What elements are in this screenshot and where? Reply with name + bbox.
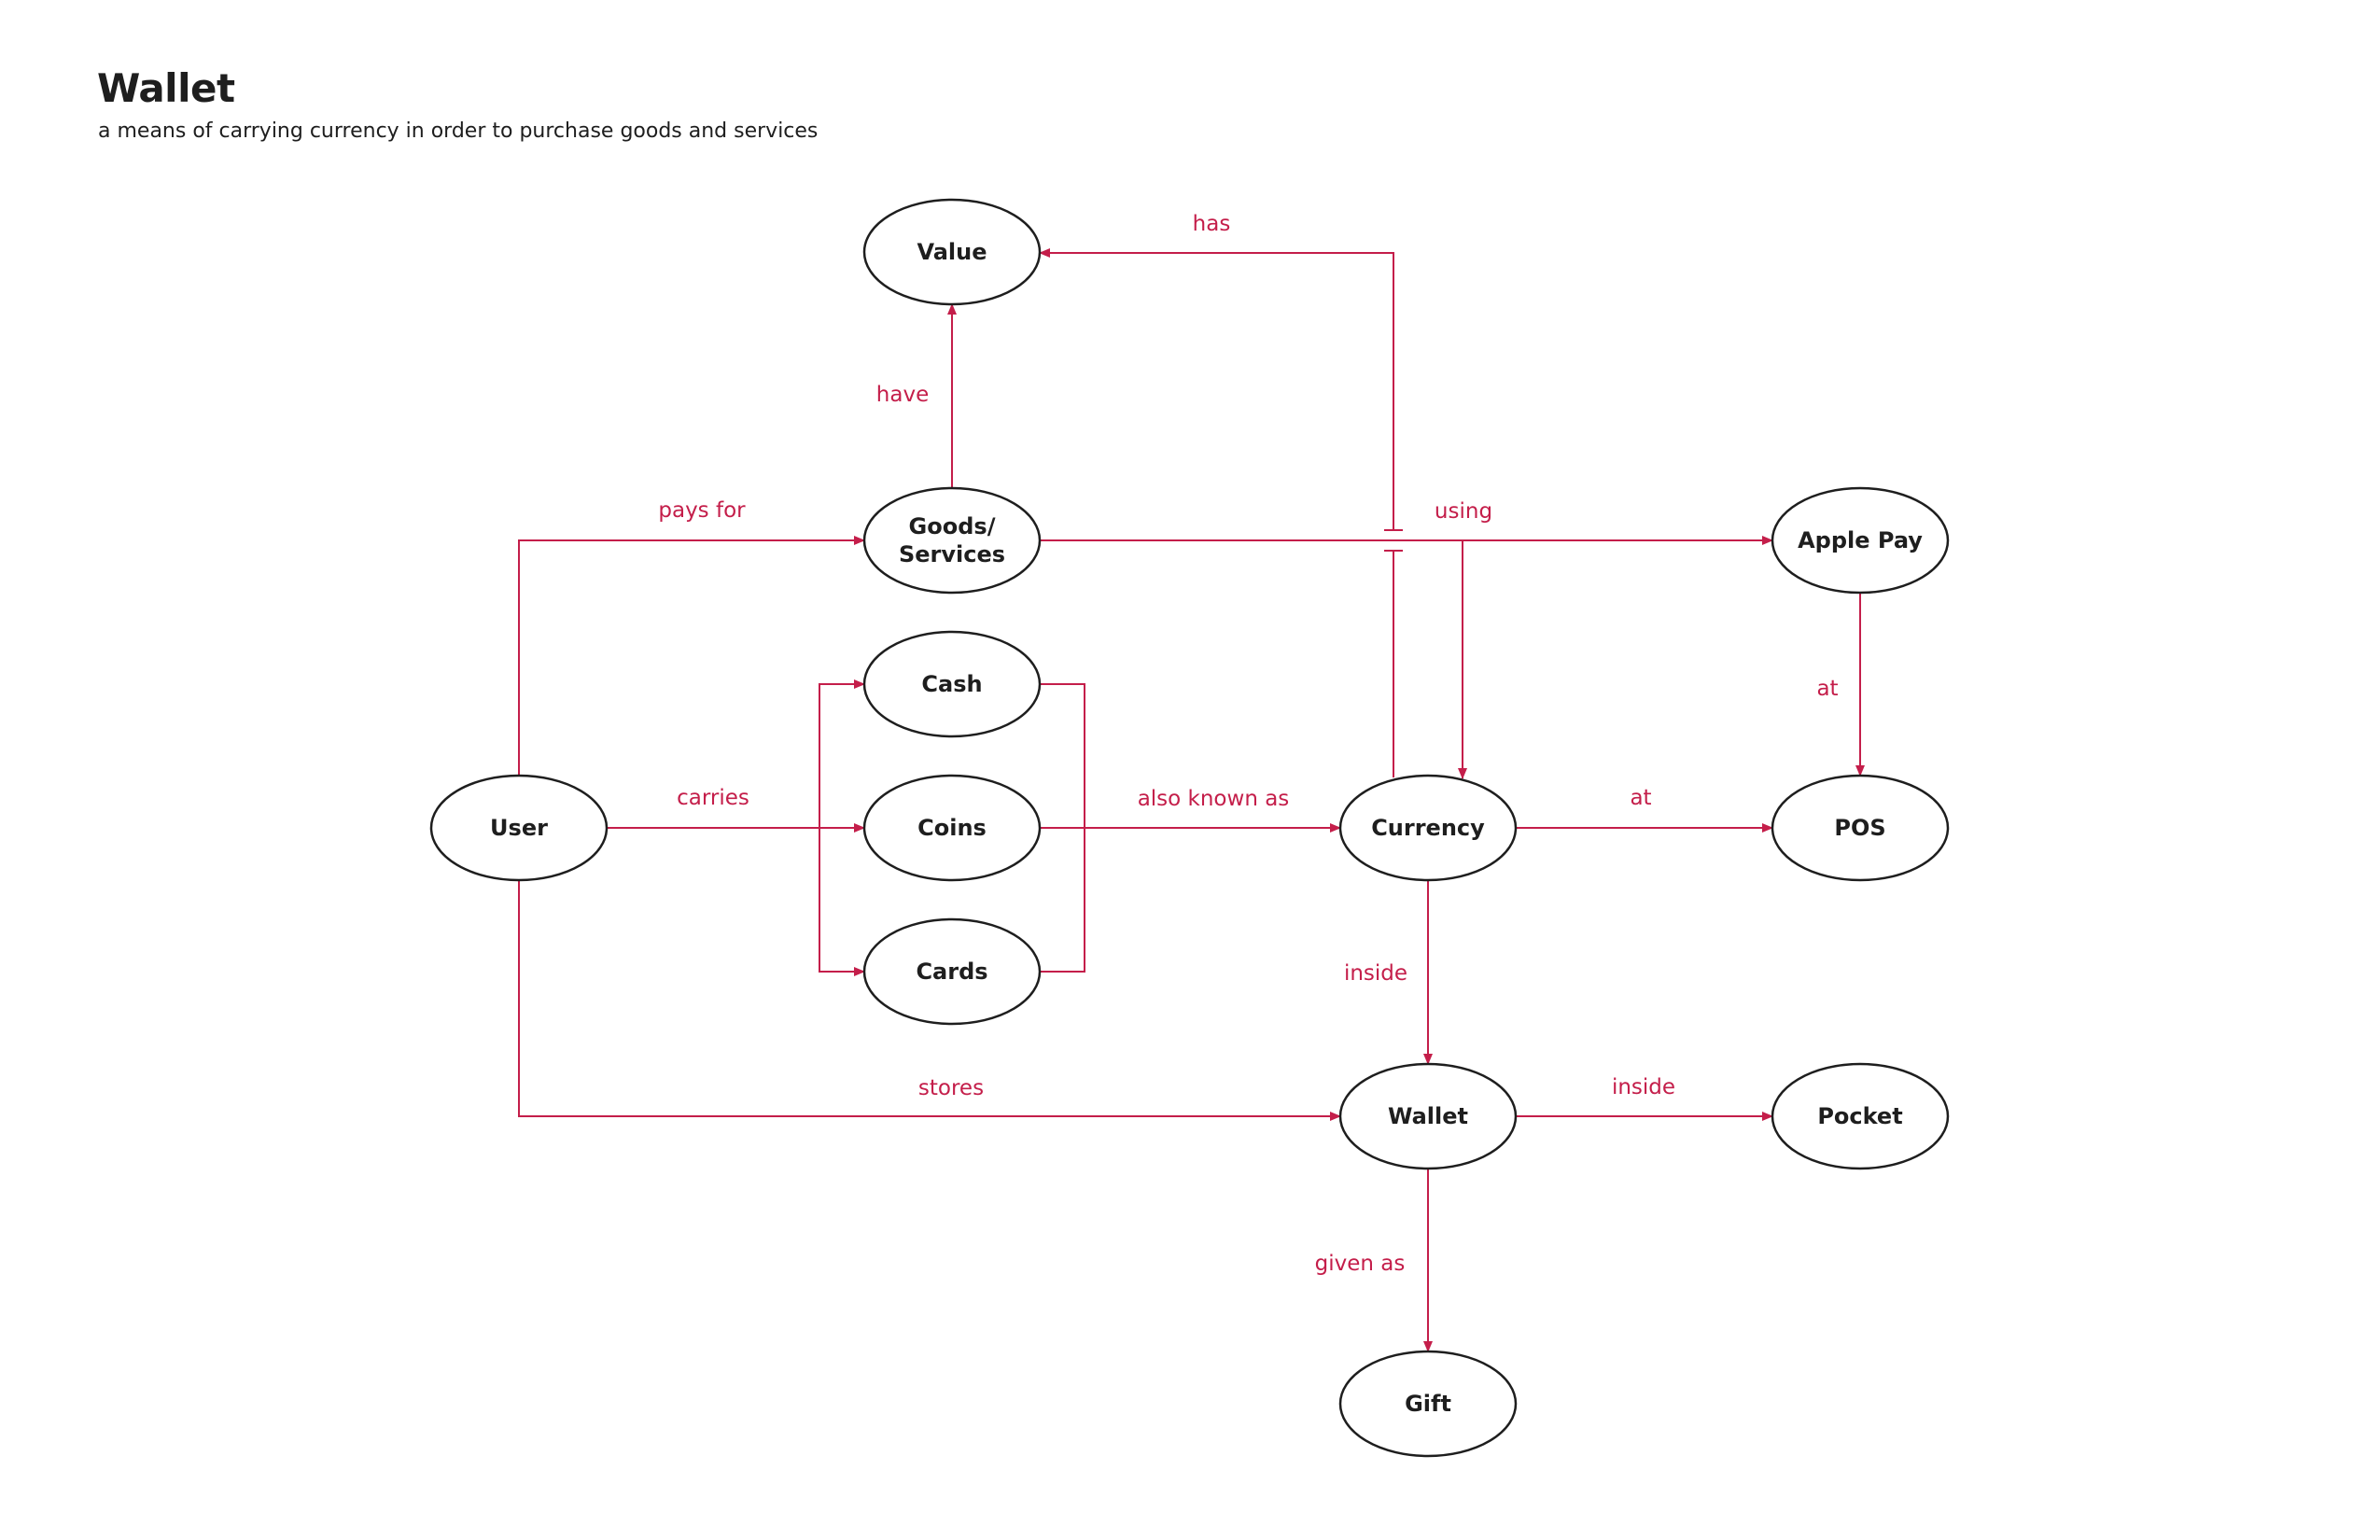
edge-currency-value <box>1040 253 1403 777</box>
node-shape-cards[interactable] <box>862 917 1042 1026</box>
node-label-apple-pay: Apple Pay <box>1798 527 1923 553</box>
node-label-goods-services: Services <box>899 541 1005 567</box>
edge-line-user-wallet <box>518 880 1341 1121</box>
page-subtitle: a means of carrying currency in order to… <box>98 119 819 143</box>
edge-label-coins-currency: also known as <box>1138 787 1290 811</box>
node-shape-coins[interactable] <box>862 774 1042 882</box>
node-shape-apple-pay[interactable] <box>1771 486 1950 595</box>
node-wallet[interactable]: Wallet <box>1338 1062 1518 1170</box>
node-label-gift: Gift <box>1405 1391 1451 1417</box>
node-pocket[interactable]: Pocket <box>1771 1062 1950 1170</box>
node-value[interactable]: Value <box>862 198 1042 306</box>
edge-label-goods-currency: using <box>1435 499 1492 524</box>
edge-label-user-goods: pays for <box>658 498 746 523</box>
node-label-cards: Cards <box>916 959 987 985</box>
edge-line-user-cards <box>819 828 865 976</box>
edge-cash-currency <box>1040 683 1085 828</box>
edge-user-goods <box>518 536 865 776</box>
edge-label-goods-value: have <box>876 383 929 407</box>
edge-user-wallet <box>518 880 1341 1121</box>
node-shape-gift[interactable] <box>1338 1350 1518 1458</box>
node-shape-cash[interactable] <box>862 630 1042 738</box>
edge-label-wallet-pocket: inside <box>1612 1075 1675 1099</box>
edge-cards-currency <box>1040 828 1085 973</box>
edge-labels-layer: have has pays for using carries also known as… <box>658 212 1838 1276</box>
node-label-wallet: Wallet <box>1388 1103 1468 1129</box>
node-coins[interactable]: Coins <box>862 774 1042 882</box>
edge-line-goods-currency <box>1437 539 1467 779</box>
node-shape-currency[interactable] <box>1338 774 1518 882</box>
edge-label-user-coins: carries <box>677 786 749 810</box>
node-label-coins: Coins <box>917 815 987 841</box>
edge-label-applepay-pos: at <box>1816 677 1838 701</box>
page-title: Wallet <box>97 65 235 111</box>
edge-label-user-wallet: stores <box>918 1076 984 1100</box>
node-label-user: User <box>490 815 548 841</box>
node-shape-pos[interactable] <box>1771 774 1950 882</box>
edge-user-cash <box>819 679 865 828</box>
edges-layer <box>518 253 1865 1352</box>
node-shape-value[interactable] <box>862 198 1042 306</box>
edge-goods-currency <box>1437 539 1467 779</box>
node-cash[interactable]: Cash <box>862 630 1042 738</box>
edge-line-cash-currency <box>1040 683 1085 828</box>
node-pos[interactable]: POS <box>1771 774 1950 882</box>
node-currency[interactable]: Currency <box>1338 774 1518 882</box>
edge-line-cards-currency <box>1040 828 1085 973</box>
node-goods-services[interactable]: Goods/Services <box>862 486 1042 595</box>
edge-label-currency-value: has <box>1193 212 1231 236</box>
edge-line-currency-value <box>1040 253 1403 777</box>
node-apple-pay[interactable]: Apple Pay <box>1771 486 1950 595</box>
edge-user-cards <box>819 828 865 976</box>
node-shape-user[interactable] <box>429 774 609 882</box>
node-label-pos: POS <box>1834 815 1885 841</box>
edge-label-currency-wallet: inside <box>1344 961 1407 986</box>
node-user[interactable]: User <box>429 774 609 882</box>
node-shape-goods-services[interactable] <box>862 486 1042 595</box>
edge-label-currency-pos: at <box>1630 786 1651 810</box>
edge-label-wallet-gift: given as <box>1315 1252 1406 1276</box>
edge-line-user-goods <box>518 536 865 776</box>
node-label-currency: Currency <box>1371 815 1485 841</box>
node-shape-wallet[interactable] <box>1338 1062 1518 1170</box>
node-label-value: Value <box>917 239 987 265</box>
node-label-cash: Cash <box>921 671 982 697</box>
node-label-pocket: Pocket <box>1817 1103 1902 1129</box>
edge-line-user-cash <box>819 679 865 828</box>
node-cards[interactable]: Cards <box>862 917 1042 1026</box>
node-label-goods-services: Goods/ <box>909 513 996 539</box>
node-shape-pocket[interactable] <box>1771 1062 1950 1170</box>
node-gift[interactable]: Gift <box>1338 1350 1518 1458</box>
